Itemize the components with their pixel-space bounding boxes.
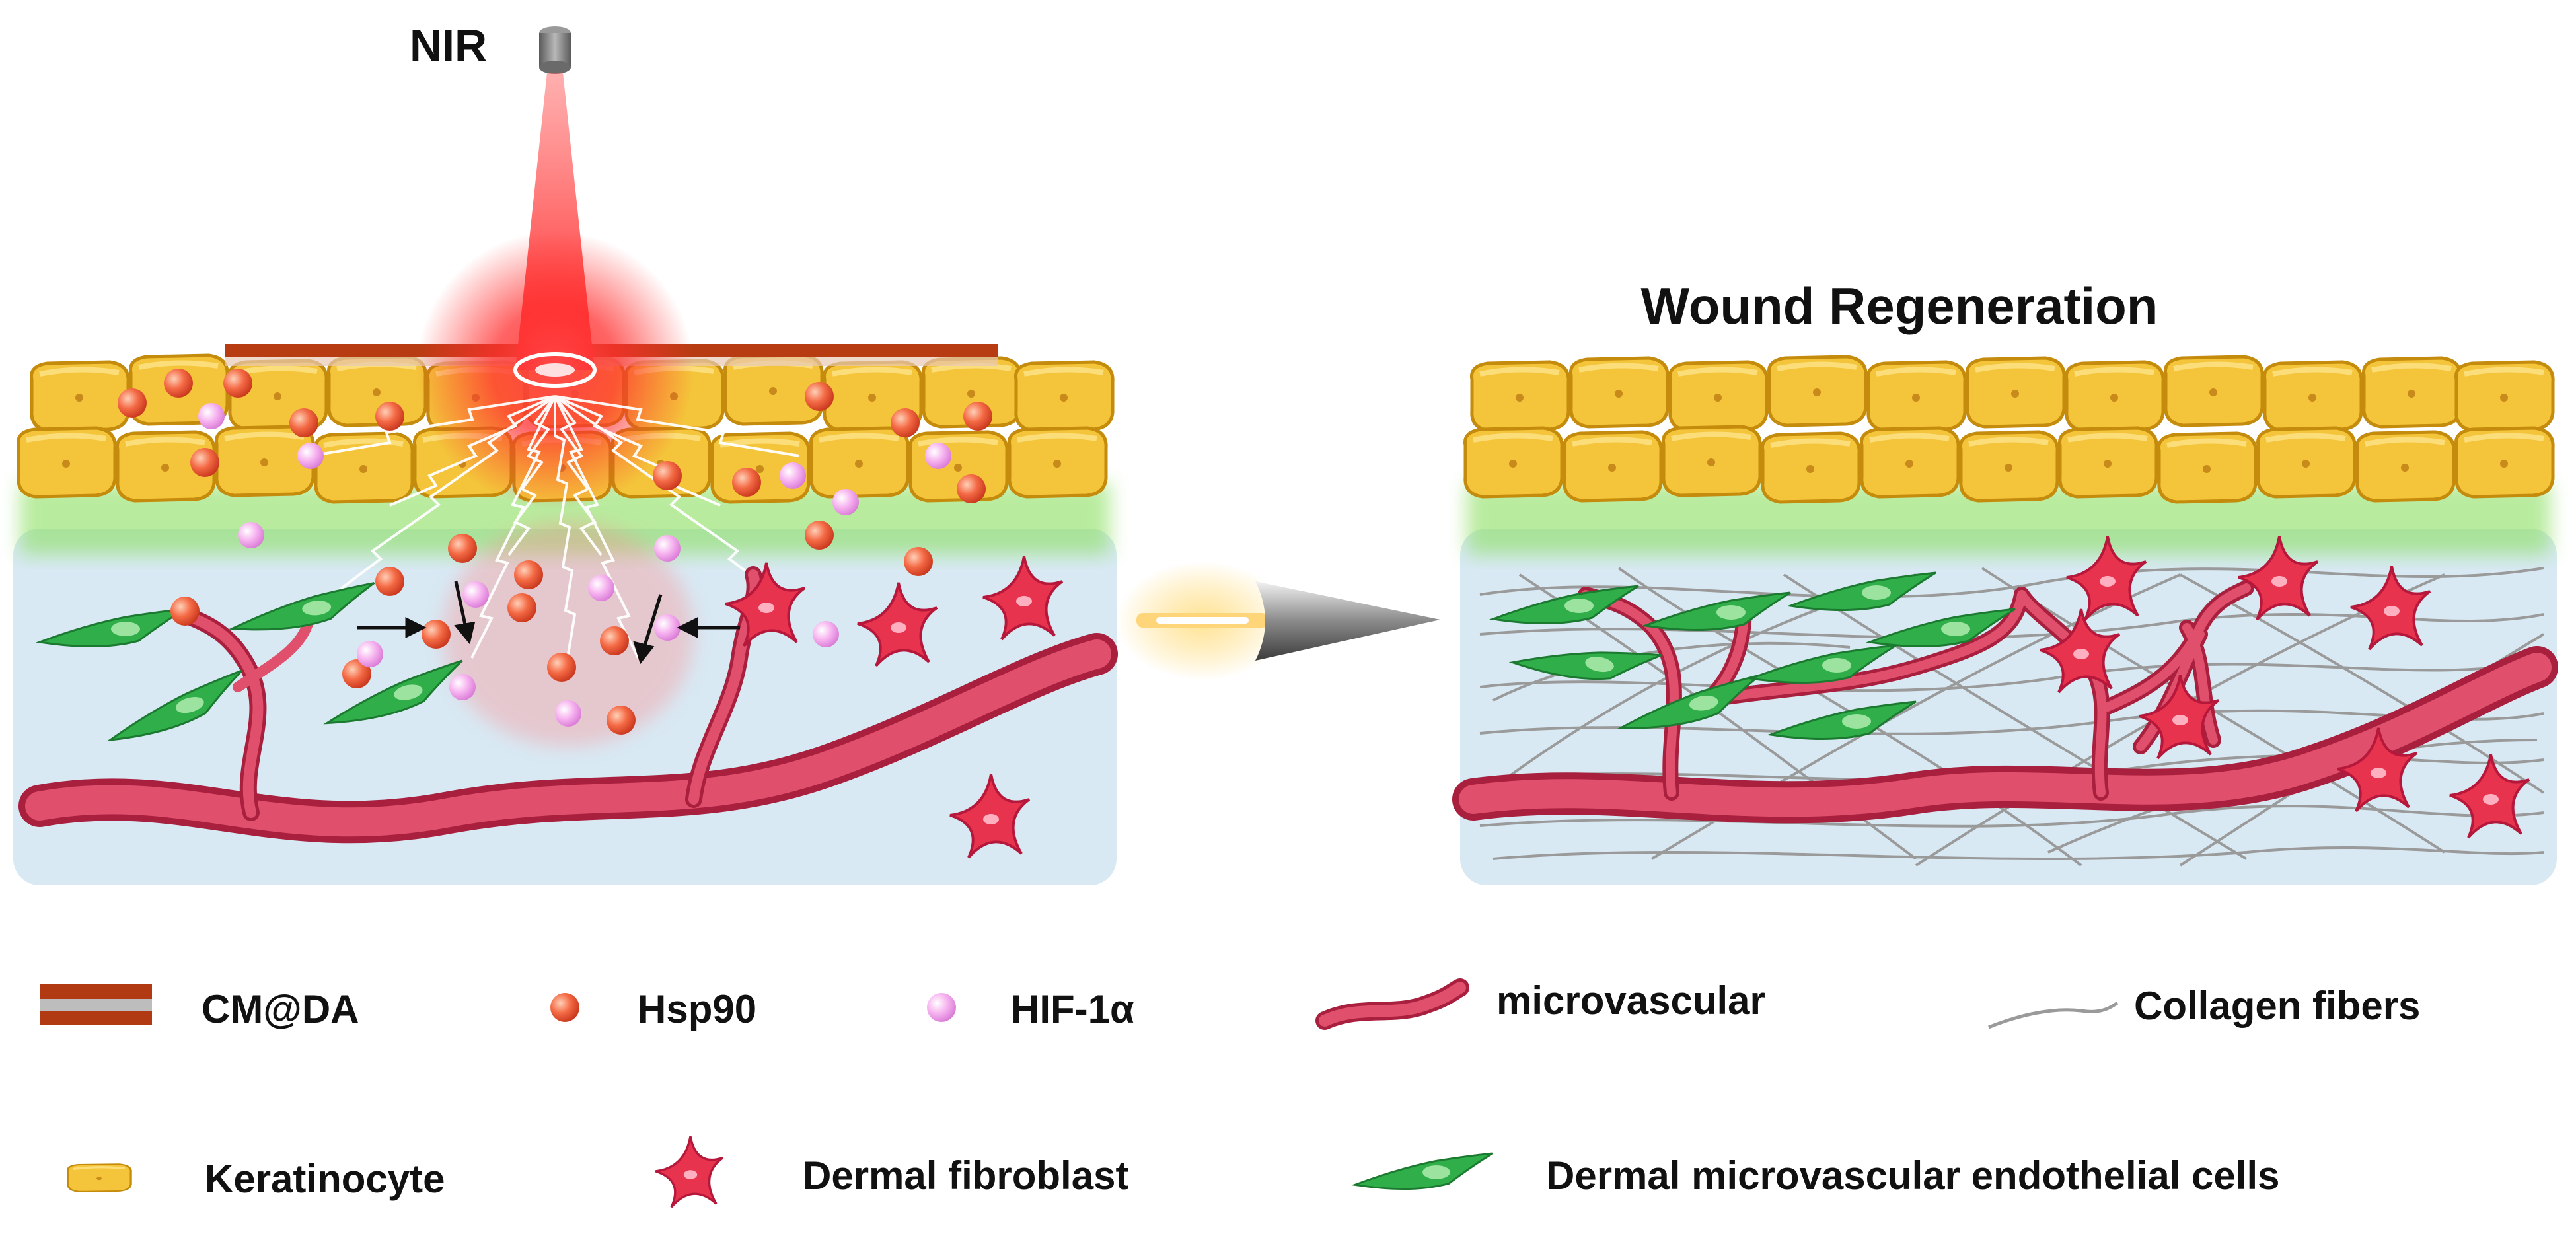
legend-microvascular-label: microvascular (1496, 978, 1765, 1023)
endothelial-icon (1354, 1152, 1494, 1190)
hsp90-particles-left (118, 369, 992, 735)
left-skin-panel (13, 26, 1118, 885)
diagram-title: Wound Regeneration (1641, 277, 2158, 335)
fibroblast-icon (654, 1135, 725, 1209)
left-microvasculature (18, 566, 1118, 844)
legend-keratinocyte-label: Keratinocyte (205, 1157, 445, 1201)
right-microvasculature (1452, 580, 2558, 824)
migration-arrows (357, 581, 740, 665)
legend-collagen-label: Collagen fibers (2134, 984, 2420, 1028)
legend-microvascular: microvascular (1315, 978, 1765, 1030)
hsp90-icon (550, 993, 579, 1022)
legend-hif-label: HIF-1α (1011, 987, 1134, 1031)
legend-cmda: CM@DA (40, 984, 359, 1031)
legend-fibroblast-label: Dermal fibroblast (803, 1153, 1128, 1198)
legend-hsp90-label: Hsp90 (638, 987, 756, 1031)
right-epidermis (1465, 357, 2554, 502)
legend-collagen: Collagen fibers (1988, 984, 2420, 1029)
transition-arrow (1117, 562, 1440, 680)
collagen-icon (1988, 1001, 2119, 1029)
legend-fibroblast: Dermal fibroblast (654, 1135, 1128, 1209)
legend-hsp90: Hsp90 (550, 987, 756, 1031)
nir-laser-source (539, 26, 571, 74)
legend-hif: HIF-1α (927, 987, 1134, 1031)
legend-keratinocyte: Keratinocyte (68, 1157, 445, 1201)
legend-cmda-label: CM@DA (202, 987, 359, 1031)
hif-icon (927, 993, 956, 1022)
hif-particles-left (198, 403, 951, 727)
legend: CM@DA Hsp90 HIF-1α microvascular Collage… (40, 978, 2420, 1209)
keratinocyte-icon (68, 1164, 131, 1192)
legend-endothelial-label: Dermal microvascular endothelial cells (1546, 1153, 2280, 1198)
nir-label: NIR (410, 20, 487, 71)
right-skin-panel: Wound Regeneration (1452, 277, 2558, 885)
legend-endothelial: Dermal microvascular endothelial cells (1354, 1152, 2280, 1198)
